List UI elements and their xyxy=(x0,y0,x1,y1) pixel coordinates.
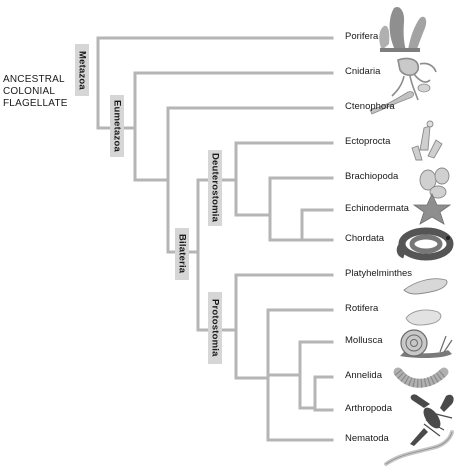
taxon-annelida: Annelida xyxy=(345,370,382,381)
ectoprocta-illustration xyxy=(411,120,443,161)
taxon-platyhelminthes: Platyhelminthes xyxy=(345,268,413,279)
taxon-rotifera: Rotifera xyxy=(345,303,379,314)
clade-deuterostomia-text: Deuterostomia xyxy=(209,153,221,223)
platyhelminthes-illustration xyxy=(403,278,448,295)
cnidaria-illustration xyxy=(391,57,437,101)
taxon-ectoprocta: Ectoprocta xyxy=(345,136,391,147)
taxon-porifera: Porifera xyxy=(345,31,379,42)
ctenophora-illustration xyxy=(369,83,431,115)
taxon-chordata: Chordata xyxy=(345,233,385,244)
annelida-illustration xyxy=(393,367,449,388)
root-label: ANCESTRAL COLONIAL FLAGELLATE xyxy=(3,74,68,109)
porifera-illustration xyxy=(379,6,427,53)
rotifera-illustration xyxy=(405,309,442,326)
taxon-ctenophora: Ctenophora xyxy=(345,101,395,112)
brachiopoda-illustration xyxy=(419,167,450,199)
taxon-brachiopoda: Brachiopoda xyxy=(345,171,399,182)
taxon-mollusca: Mollusca xyxy=(345,335,383,346)
clade-label-bilateria: Bilateria xyxy=(175,228,189,280)
taxon-arthropoda: Arthropoda xyxy=(345,403,393,414)
clade-label-metazoa: Metazoa xyxy=(75,44,89,96)
taxon-nematoda: Nematoda xyxy=(345,433,389,444)
clade-bilateria-text: Bilateria xyxy=(176,234,188,274)
taxon-cnidaria: Cnidaria xyxy=(345,66,381,77)
clade-eumetazoa-text: Eumetazoa xyxy=(111,100,123,152)
arthropoda-illustration xyxy=(410,394,454,446)
clade-label-deuterostomia: Deuterostomia xyxy=(208,150,222,226)
clade-metazoa-text: Metazoa xyxy=(76,50,88,90)
nematoda-illustration xyxy=(384,430,454,466)
clade-label-eumetazoa: Eumetazoa xyxy=(110,95,124,157)
mollusca-illustration xyxy=(400,329,453,358)
clade-label-protostomia: Protostomia xyxy=(208,292,222,364)
taxon-echinodermata: Echinodermata xyxy=(345,203,409,214)
clade-protostomia-text: Protostomia xyxy=(209,299,221,357)
echinodermata-illustration xyxy=(412,193,452,225)
chordata-illustration xyxy=(396,227,454,261)
